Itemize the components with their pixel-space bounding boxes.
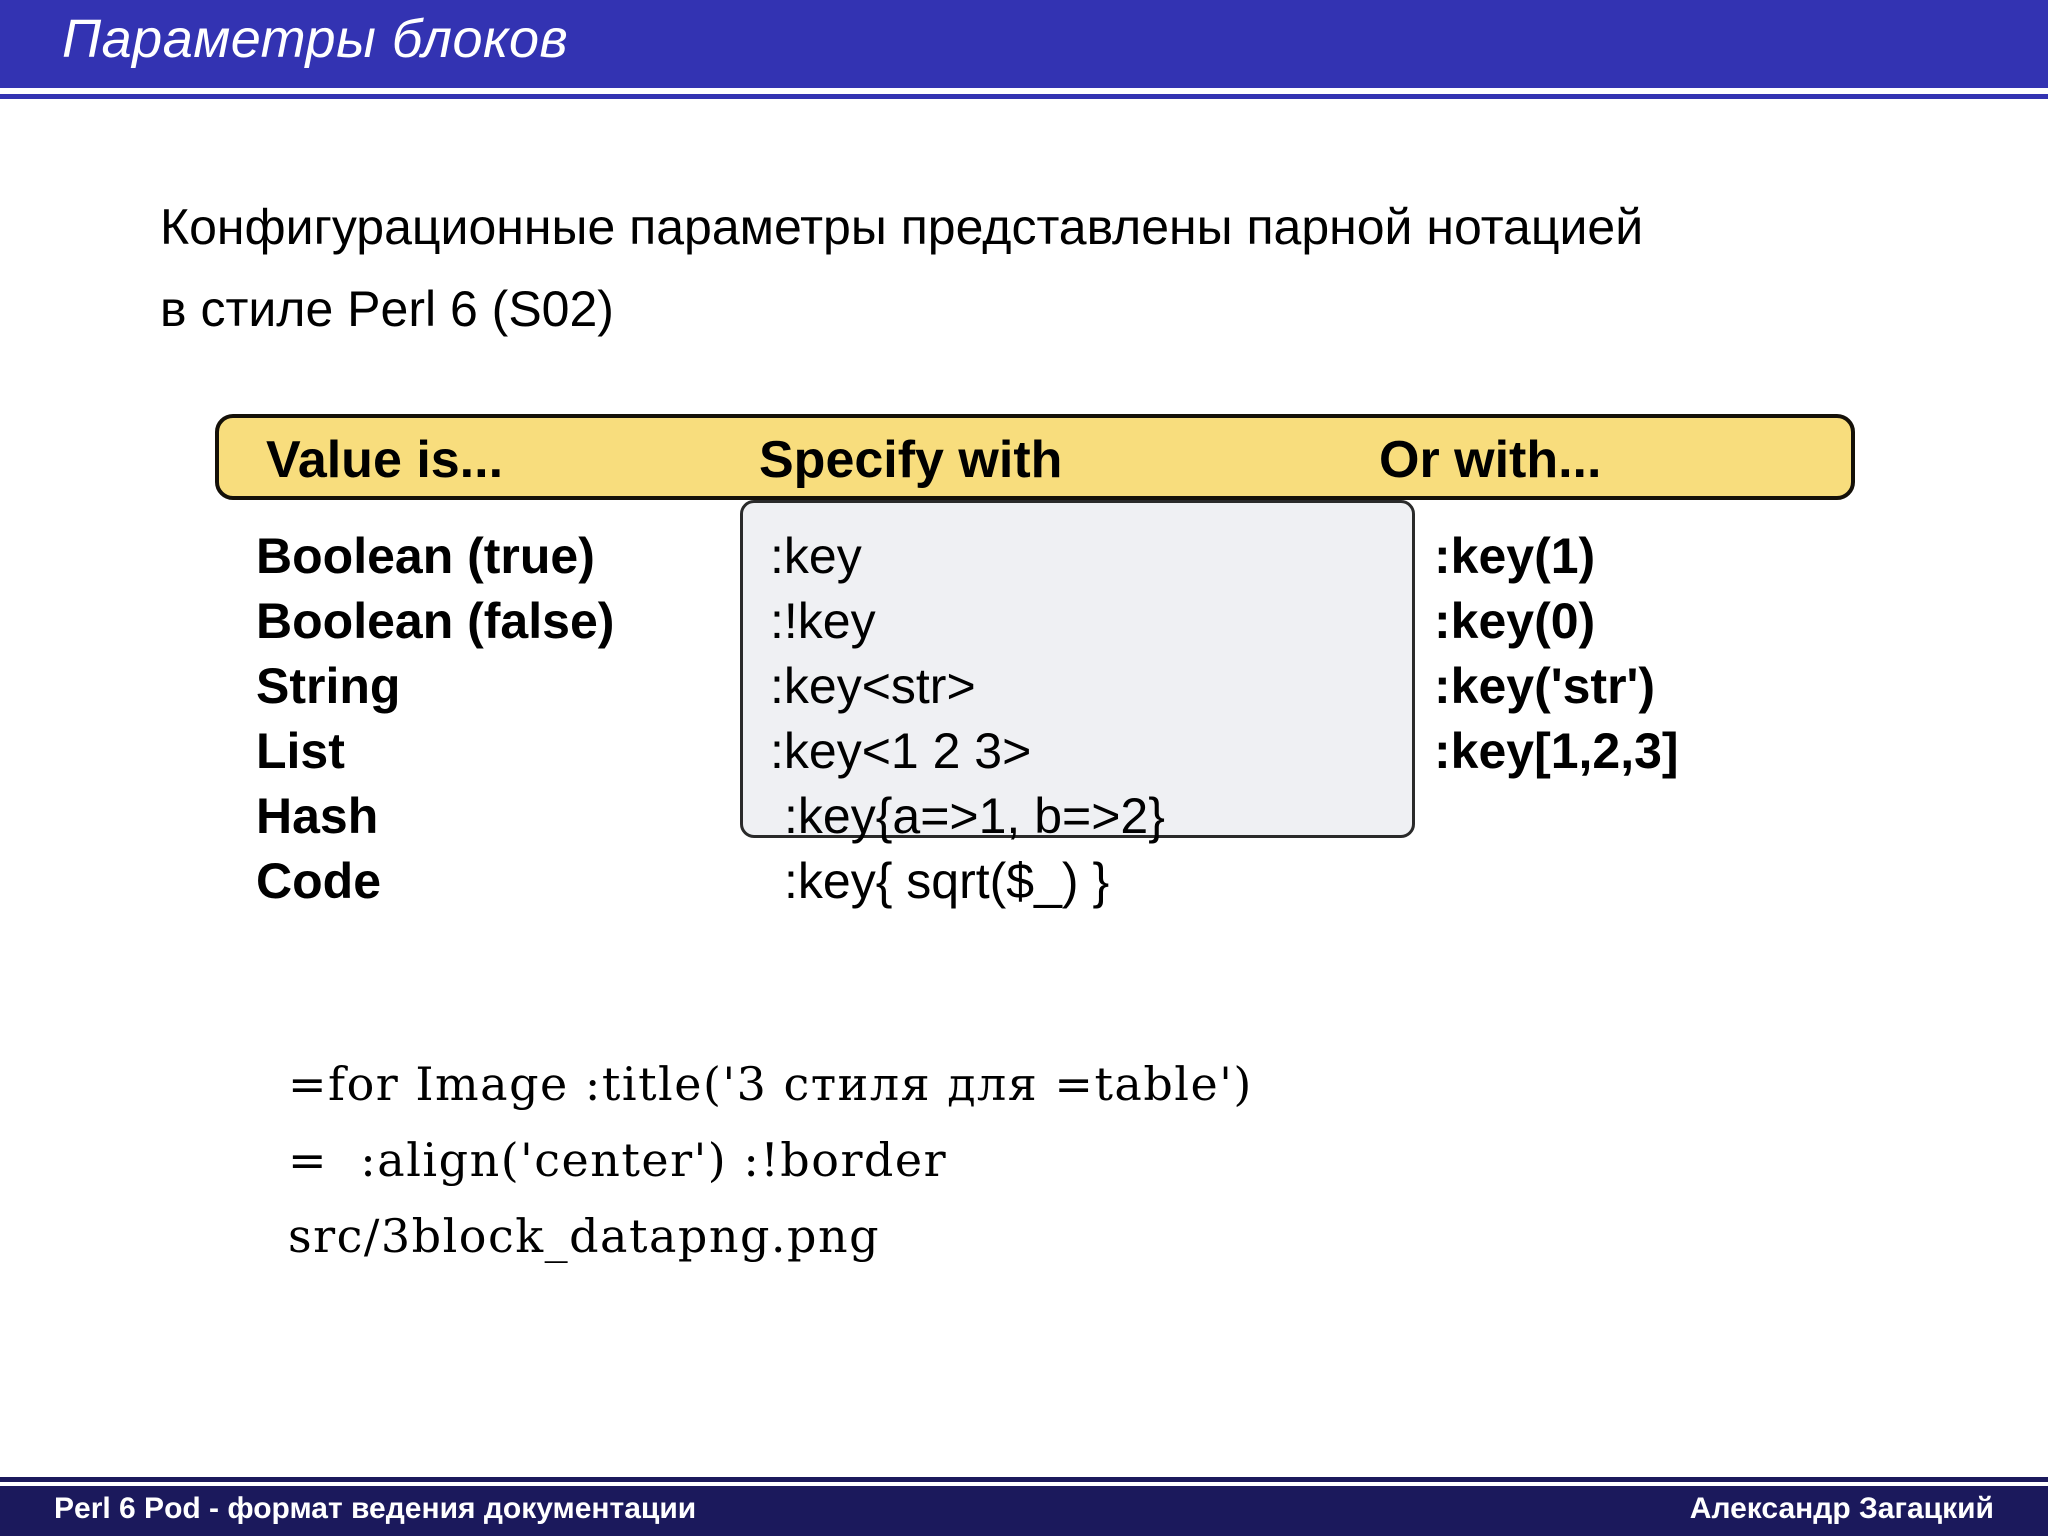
code-line-3: src/3block_datapng.png: [288, 1209, 881, 1263]
table-row: Hash: [256, 788, 379, 844]
code-line-1: =for Image :title('3 стиля для =table'): [288, 1057, 1253, 1111]
slide-footer-bar: [0, 1486, 2048, 1536]
column-value-is-cells: Boolean (true) Boolean (false) String Li…: [256, 524, 614, 914]
intro-paragraph: Конфигурационные параметры представлены …: [160, 186, 1920, 350]
header-underline-secondary: [0, 94, 2048, 99]
footer-rule: [0, 1477, 2048, 1482]
table-row: Boolean (false): [256, 593, 615, 649]
table-row: List: [256, 723, 345, 779]
header-underline: [0, 88, 2048, 94]
table-row: Boolean (true): [256, 528, 595, 584]
table-row: Code: [256, 853, 381, 909]
code-line-2: = :align('center') :!border: [288, 1133, 948, 1187]
intro-line-1: Конфигурационные параметры представлены …: [160, 199, 1644, 255]
slide-header-banner: [0, 0, 2048, 88]
table-row: :key: [770, 528, 862, 584]
column-specify-with-cells: :key :!key :key<str> :key<1 2 3> :key{a=…: [762, 524, 1165, 914]
column-header-or-with: Or with...: [1379, 431, 1602, 489]
table-row: :key<1 2 3>: [770, 723, 1032, 779]
pod-code-example: =for Image :title('3 стиля для =table') …: [288, 1046, 1253, 1274]
table-row: :key{ sqrt($_) }: [784, 853, 1110, 909]
table-row: :key[1,2,3]: [1434, 723, 1679, 779]
column-header-value-is: Value is...: [266, 431, 504, 489]
table-row: :key{a=>1, b=>2}: [784, 788, 1165, 844]
table-row: :key(0): [1434, 593, 1596, 649]
table-header-bar: Value is... Specify with Or with...: [215, 414, 1855, 500]
page-title: Параметры блоков: [62, 9, 569, 69]
column-or-with-cells: :key(1) :key(0) :key('str') :key[1,2,3]: [1434, 524, 1679, 784]
parameters-table-figure: Value is... Specify with Or with... Bool…: [0, 398, 2048, 998]
column-header-specify-with: Specify with: [759, 431, 1063, 489]
table-row: :key(1): [1434, 528, 1596, 584]
footer-author: Александр Загацкий: [1689, 1492, 1994, 1525]
table-row: :key<str>: [770, 658, 976, 714]
table-row: :!key: [770, 593, 876, 649]
table-row: :key('str'): [1434, 658, 1656, 714]
footer-presentation-title: Perl 6 Pod - формат ведения документации: [54, 1492, 697, 1525]
table-row: String: [256, 658, 401, 714]
specify-with-popup-box: [740, 500, 1415, 838]
intro-line-2: в стиле Perl 6 (S02): [160, 281, 614, 337]
